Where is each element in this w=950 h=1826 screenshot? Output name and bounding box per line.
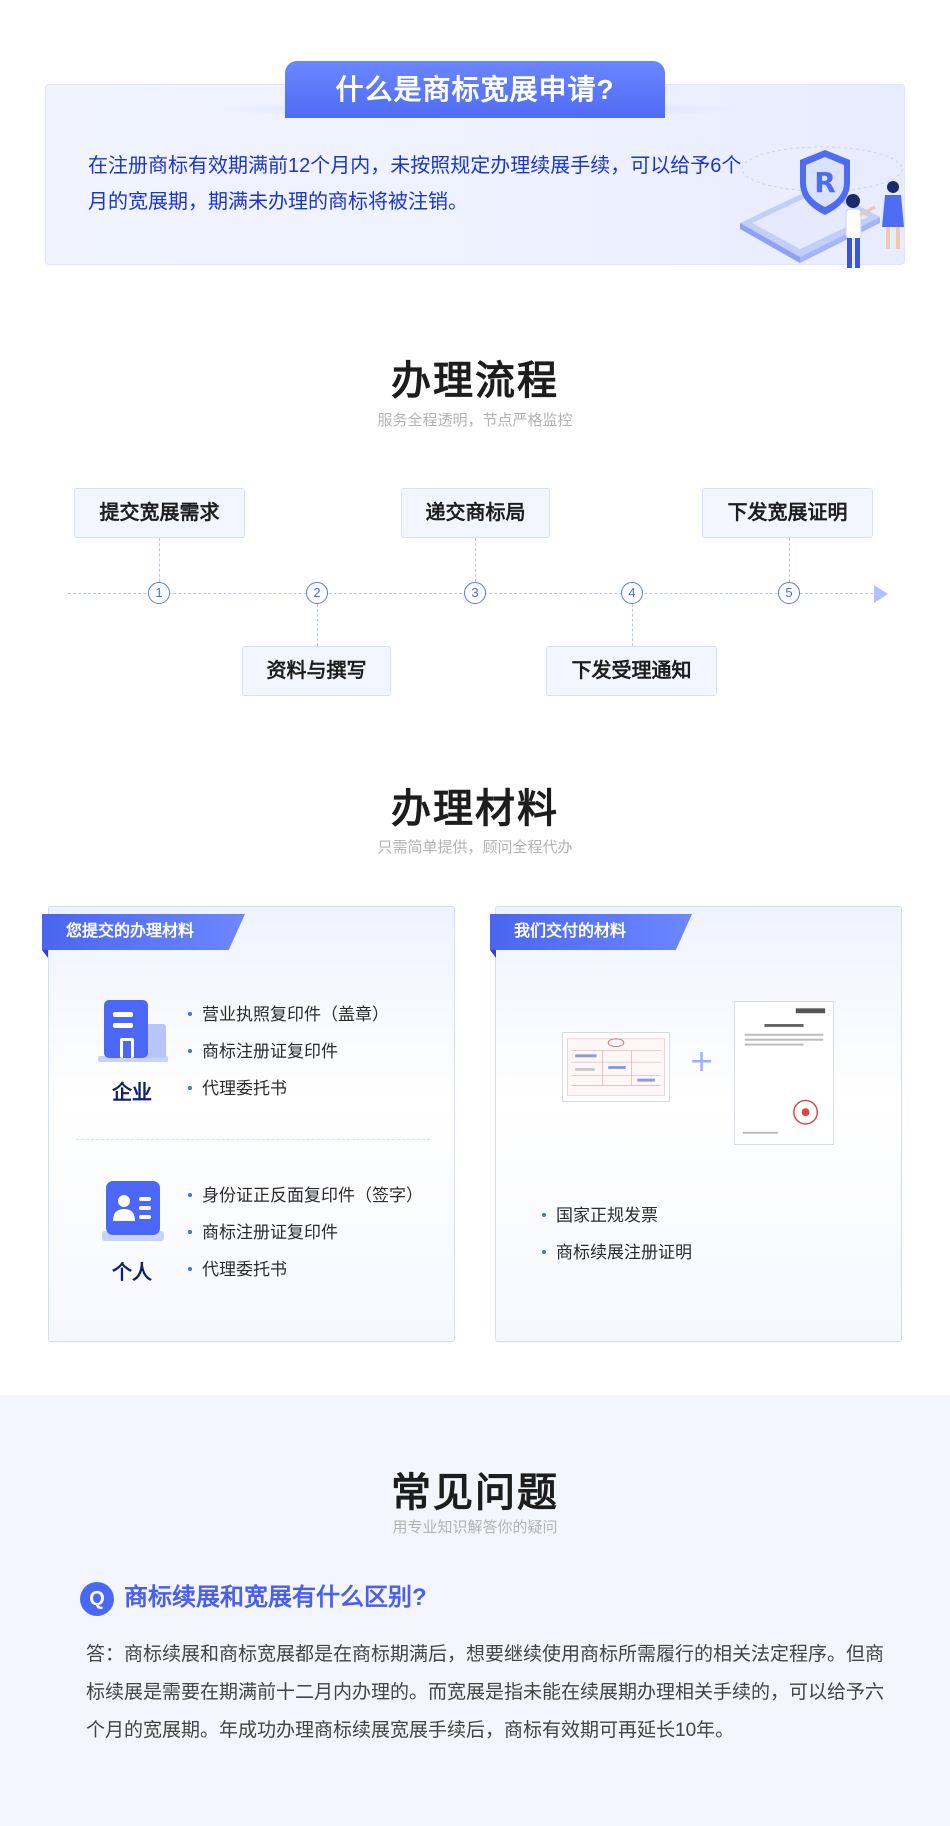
materials-title: 办理材料 bbox=[391, 787, 559, 831]
certificate-document-image bbox=[734, 1001, 834, 1145]
list-item: 身份证正反面复印件（签字） bbox=[188, 1177, 423, 1214]
invoice-document-image bbox=[562, 1032, 670, 1102]
timeline-arrow-icon bbox=[874, 585, 888, 603]
deliver-materials-card bbox=[495, 906, 902, 1342]
svg-text:R: R bbox=[814, 166, 836, 199]
tab-fold-decoration bbox=[42, 950, 48, 958]
question-icon: Q bbox=[80, 1582, 114, 1616]
personal-materials-list: 身份证正反面复印件（签字） 商标注册证复印件 代理委托书 bbox=[188, 1177, 423, 1288]
divider bbox=[76, 1139, 430, 1140]
submit-materials-tab: 您提交的办理材料 bbox=[42, 914, 245, 950]
building-icon bbox=[98, 1000, 168, 1062]
list-item: 代理委托书 bbox=[188, 1070, 389, 1107]
intro-title: 什么是商标宽展申请? bbox=[285, 61, 665, 118]
faq-subtitle: 用专业知识解答你的疑问 bbox=[392, 1519, 558, 1536]
tab-fold-decoration bbox=[490, 950, 496, 958]
deliver-materials-tab: 我们交付的材料 bbox=[490, 914, 692, 950]
step-connector-4 bbox=[632, 604, 633, 646]
list-item: 营业执照复印件（盖章） bbox=[188, 996, 389, 1033]
materials-subtitle: 只需简单提供，顾问全程代办 bbox=[377, 839, 573, 856]
step-number-3: 3 bbox=[464, 582, 486, 604]
process-title: 办理流程 bbox=[391, 359, 559, 403]
step-number-1: 1 bbox=[148, 582, 170, 604]
list-item: 代理委托书 bbox=[188, 1251, 423, 1288]
list-item: 商标续展注册证明 bbox=[542, 1234, 692, 1271]
faq-answer: 答：商标续展和商标宽展都是在商标期满后，想要继续使用商标所需履行的相关法定程序。… bbox=[86, 1644, 885, 1741]
step-box-5: 下发宽展证明 bbox=[702, 488, 873, 538]
intro-text: 在注册商标有效期满前12个月内，未按照规定办理续展手续，可以给予6个月的宽展期，… bbox=[88, 155, 742, 213]
faq-question: 商标续展和宽展有什么区别? bbox=[124, 1584, 427, 1611]
enterprise-materials-list: 营业执照复印件（盖章） 商标注册证复印件 代理委托书 bbox=[188, 996, 389, 1107]
step-connector-1 bbox=[159, 538, 160, 582]
step-number-4: 4 bbox=[621, 582, 643, 604]
step-box-2: 资料与撰写 bbox=[242, 646, 391, 696]
step-number-2: 2 bbox=[306, 582, 328, 604]
submit-materials-card bbox=[48, 906, 455, 1342]
enterprise-label: 企业 bbox=[112, 1082, 152, 1104]
step-connector-5 bbox=[789, 538, 790, 582]
list-item: 商标注册证复印件 bbox=[188, 1214, 423, 1251]
step-connector-3 bbox=[475, 538, 476, 582]
step-box-4: 下发受理通知 bbox=[546, 646, 717, 696]
plus-icon: + bbox=[689, 1044, 715, 1079]
delivered-materials-list: 国家正规发票 商标续展注册证明 bbox=[542, 1197, 692, 1271]
list-item: 商标注册证复印件 bbox=[188, 1033, 389, 1070]
id-card-icon bbox=[102, 1181, 164, 1241]
step-number-5: 5 bbox=[778, 582, 800, 604]
faq-section bbox=[0, 1395, 950, 1826]
trademark-phone-illustration: R bbox=[740, 146, 904, 268]
faq-title: 常见问题 bbox=[391, 1471, 559, 1515]
step-connector-2 bbox=[317, 604, 318, 646]
process-subtitle: 服务全程透明，节点严格监控 bbox=[377, 412, 573, 429]
personal-label: 个人 bbox=[112, 1262, 152, 1284]
step-box-1: 提交宽展需求 bbox=[74, 488, 245, 538]
step-box-3: 递交商标局 bbox=[401, 488, 550, 538]
list-item: 国家正规发票 bbox=[542, 1197, 692, 1234]
